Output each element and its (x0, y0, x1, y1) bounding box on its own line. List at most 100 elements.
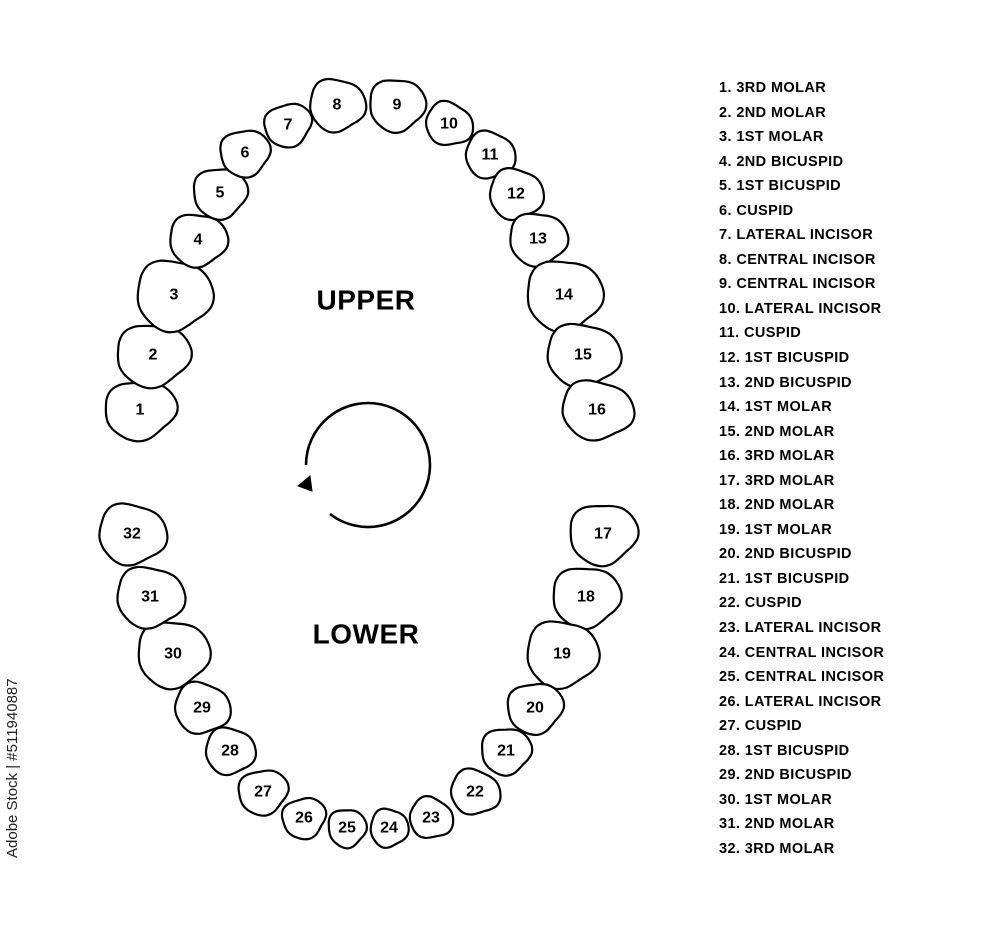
tooth-4: 4 (169, 213, 230, 269)
legend-item: 19. 1ST MOLAR (719, 521, 833, 538)
legend-item: 24. CENTRAL INCISOR (719, 644, 885, 661)
tooth-12: 12 (488, 166, 546, 222)
tooth-outline (237, 769, 290, 817)
tooth-number: 4 (194, 232, 203, 249)
legend-item: 7. LATERAL INCISOR (719, 227, 874, 244)
tooth-outline (569, 504, 640, 568)
tooth-19: 19 (526, 620, 601, 691)
legend-item: 3. 1ST MOLAR (719, 129, 824, 146)
legend-item: 10. LATERAL INCISOR (719, 300, 882, 317)
legend-item: 8. CENTRAL INCISOR (719, 251, 876, 268)
legend-item: 22. CUSPID (719, 595, 802, 612)
tooth-number: 30 (164, 646, 182, 663)
tooth-number: 27 (254, 784, 272, 801)
tooth-outline (424, 99, 475, 147)
legend-item: 18. 2ND MOLAR (719, 497, 835, 514)
legend-item: 11. CUSPID (719, 325, 802, 342)
tooth-25: 25 (327, 809, 368, 850)
tooth-outline (480, 728, 534, 777)
legend-item: 28. 1ST BICUSPID (719, 742, 850, 759)
tooth-outline (263, 102, 314, 149)
tooth-number: 23 (422, 810, 440, 827)
tooth-21: 21 (480, 728, 534, 777)
tooth-outline (309, 77, 368, 134)
legend-item: 30. 1ST MOLAR (719, 791, 833, 808)
tooth-outline (369, 79, 428, 135)
tooth-7: 7 (263, 102, 314, 149)
tooth-number: 14 (555, 287, 573, 304)
tooth-number: 15 (574, 347, 592, 364)
tooth-number: 25 (338, 820, 356, 837)
tooth-30: 30 (137, 621, 212, 691)
tooth-number: 5 (216, 185, 225, 202)
tooth-outline (173, 680, 232, 735)
tooth-outline (408, 795, 455, 840)
tooth-outline (280, 796, 328, 841)
tooth-23: 23 (408, 795, 455, 840)
tooth-1: 1 (104, 381, 179, 443)
legend-item: 1. 3RD MOLAR (719, 80, 827, 96)
tooth-number: 2 (149, 347, 158, 364)
tooth-outline (506, 682, 566, 737)
tooth-6: 6 (219, 129, 272, 179)
tooth-29: 29 (173, 680, 232, 735)
tooth-18: 18 (552, 567, 623, 631)
tooth-number: 24 (380, 820, 398, 837)
legend-item: 14. 1ST MOLAR (719, 399, 833, 416)
tooth-outline (327, 809, 368, 850)
legend-item: 25. CENTRAL INCISOR (719, 669, 885, 686)
tooth-outline (204, 726, 258, 777)
tooth-22: 22 (449, 767, 502, 816)
tooth-number: 22 (466, 784, 484, 801)
legend-item: 5. 1ST BICUSPID (719, 178, 842, 195)
watermark-text: Adobe Stock | #511940887 (4, 678, 21, 858)
legend-item: 12. 1ST BICUSPID (719, 350, 850, 367)
tooth-16: 16 (561, 379, 636, 442)
tooth-outline (561, 379, 636, 442)
tooth-number: 7 (284, 117, 293, 134)
tooth-number: 3 (170, 287, 179, 304)
tooth-outline (369, 807, 410, 849)
tooth-8: 8 (309, 77, 368, 134)
upper-arch-label: UPPER (317, 285, 416, 316)
tooth-outline (449, 767, 502, 816)
legend-item: 15. 2ND MOLAR (719, 423, 835, 440)
tooth-24: 24 (369, 807, 410, 849)
legend-item: 27. CUSPID (719, 718, 802, 735)
tooth-outline (526, 260, 606, 334)
tooth-number: 31 (141, 589, 159, 606)
tooth-10: 10 (424, 99, 475, 147)
tooth-number: 13 (529, 231, 547, 248)
legend-item: 6. CUSPID (719, 202, 794, 219)
tooth-15: 15 (546, 322, 623, 389)
tooth-20: 20 (506, 682, 566, 737)
tooth-number: 8 (333, 97, 342, 114)
tooth-number: 21 (497, 743, 515, 760)
tooth-outline (219, 129, 272, 179)
legend-item: 32. 3RD MOLAR (719, 840, 835, 857)
tooth-26: 26 (280, 796, 328, 841)
tooth-17: 17 (569, 504, 640, 568)
lower-arch-label: LOWER (313, 619, 420, 650)
tooth-2: 2 (116, 324, 193, 390)
legend-item: 29. 2ND BICUSPID (719, 767, 852, 784)
tooth-outline (98, 502, 169, 567)
tooth-outline (116, 565, 187, 630)
tooth-number: 32 (123, 526, 141, 543)
tooth-number: 20 (526, 700, 544, 717)
tooth-outline (137, 621, 212, 691)
tooth-3: 3 (136, 259, 216, 334)
tooth-9: 9 (369, 79, 428, 135)
tooth-number: 11 (482, 147, 499, 164)
legend-item: 23. LATERAL INCISOR (719, 620, 882, 637)
tooth-number: 28 (221, 743, 239, 760)
tooth-28: 28 (204, 726, 258, 777)
tooth-outline (526, 620, 601, 691)
circular-arrow-icon (297, 401, 432, 529)
legend-item: 20. 2ND BICUSPID (719, 546, 852, 563)
tooth-number: 16 (588, 402, 606, 419)
tooth-outline (552, 567, 623, 631)
tooth-number: 6 (241, 145, 250, 162)
